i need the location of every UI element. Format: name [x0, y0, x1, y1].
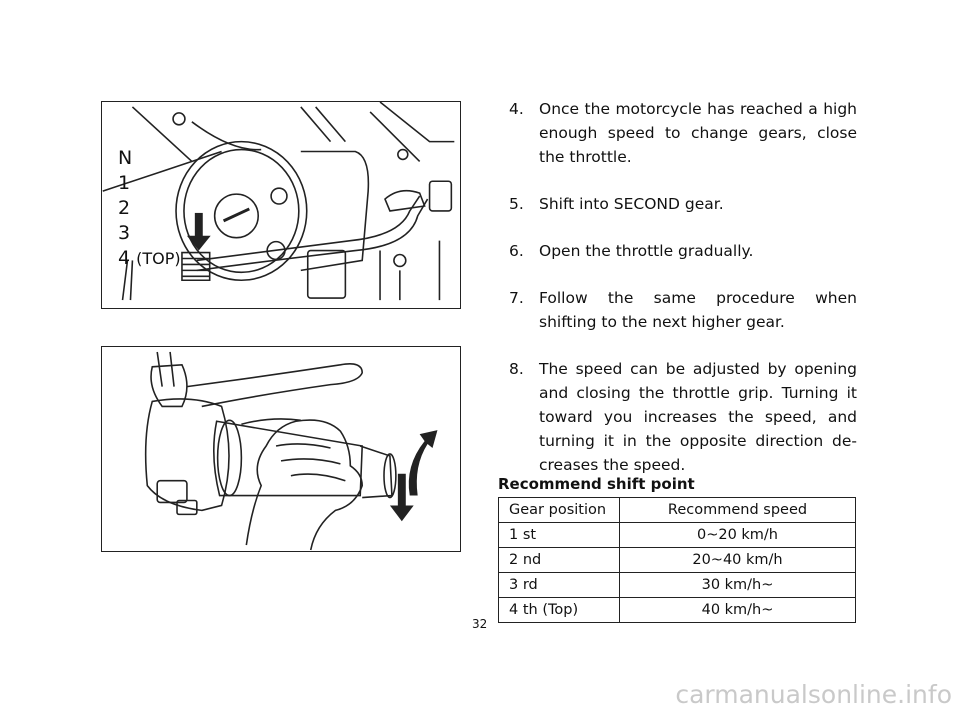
gear-cell: 3 rd — [498, 572, 620, 598]
step-text: Open the throttle gradually. — [539, 242, 754, 260]
step-number: 7. — [509, 289, 524, 307]
gear-label-4-row: 4 (TOP) — [118, 246, 181, 271]
step-number: 8. — [509, 360, 524, 378]
speed-cell: 40 km/h~ — [619, 597, 856, 623]
gear-label-4: 4 — [118, 247, 131, 269]
table-title: Recommend shift point — [498, 475, 695, 493]
speed-cell: 20~40 km/h — [619, 547, 856, 573]
step-text: Shift into SECOND gear. — [539, 195, 724, 213]
step-7: 7. Follow the same procedure when shifti… — [505, 286, 857, 334]
throttle-grip-illustration — [101, 346, 461, 552]
gear-shift-illustration: N 1 2 3 4 (TOP) — [101, 101, 461, 309]
throttle-grip-drawing — [144, 351, 438, 551]
step-5: 5. Shift into SECOND gear. — [505, 192, 857, 216]
gear-shift-drawing — [102, 102, 455, 301]
table-row: 4 th (Top) 40 km/h~ — [498, 597, 856, 623]
gear-label-top: (TOP) — [136, 249, 181, 268]
watermark: carmanualsonline.info — [675, 680, 952, 709]
step-text: The speed can be adjusted by opening and… — [539, 360, 857, 474]
step-8: 8. The speed can be adjusted by opening … — [505, 357, 857, 477]
table-row: 3 rd 30 km/h~ — [498, 572, 856, 598]
step-text: Once the motorcycle has reached a high e… — [539, 100, 857, 166]
header-recommend-speed: Recommend speed — [619, 497, 856, 523]
step-6: 6. Open the throttle gradually. — [505, 239, 857, 263]
gear-cell: 2 nd — [498, 547, 620, 573]
gear-position-labels: N 1 2 3 4 (TOP) — [118, 146, 181, 271]
table-row: 1 st 0~20 km/h — [498, 522, 856, 548]
gear-cell: 4 th (Top) — [498, 597, 620, 623]
step-text: Follow the same procedure when shifting … — [539, 289, 857, 331]
gear-label-2: 2 — [118, 197, 131, 219]
step-number: 5. — [509, 195, 524, 213]
step-4: 4. Once the motorcycle has reached a hig… — [505, 97, 857, 169]
gear-label-3: 3 — [118, 222, 131, 244]
shift-point-table: Gear position Recommend speed 1 st 0~20 … — [498, 497, 856, 623]
table-row: 2 nd 20~40 km/h — [498, 547, 856, 573]
header-gear-position: Gear position — [498, 497, 620, 523]
instruction-steps: 4. Once the motorcycle has reached a hig… — [505, 97, 857, 477]
step-number: 4. — [509, 100, 524, 118]
speed-cell: 30 km/h~ — [619, 572, 856, 598]
page-number: 32 — [472, 617, 488, 631]
gear-label-n: N — [118, 147, 133, 169]
gear-label-1: 1 — [118, 172, 131, 194]
step-number: 6. — [509, 242, 524, 260]
gear-cell: 1 st — [498, 522, 620, 548]
table-header-row: Gear position Recommend speed — [498, 497, 856, 523]
speed-cell: 0~20 km/h — [619, 522, 856, 548]
